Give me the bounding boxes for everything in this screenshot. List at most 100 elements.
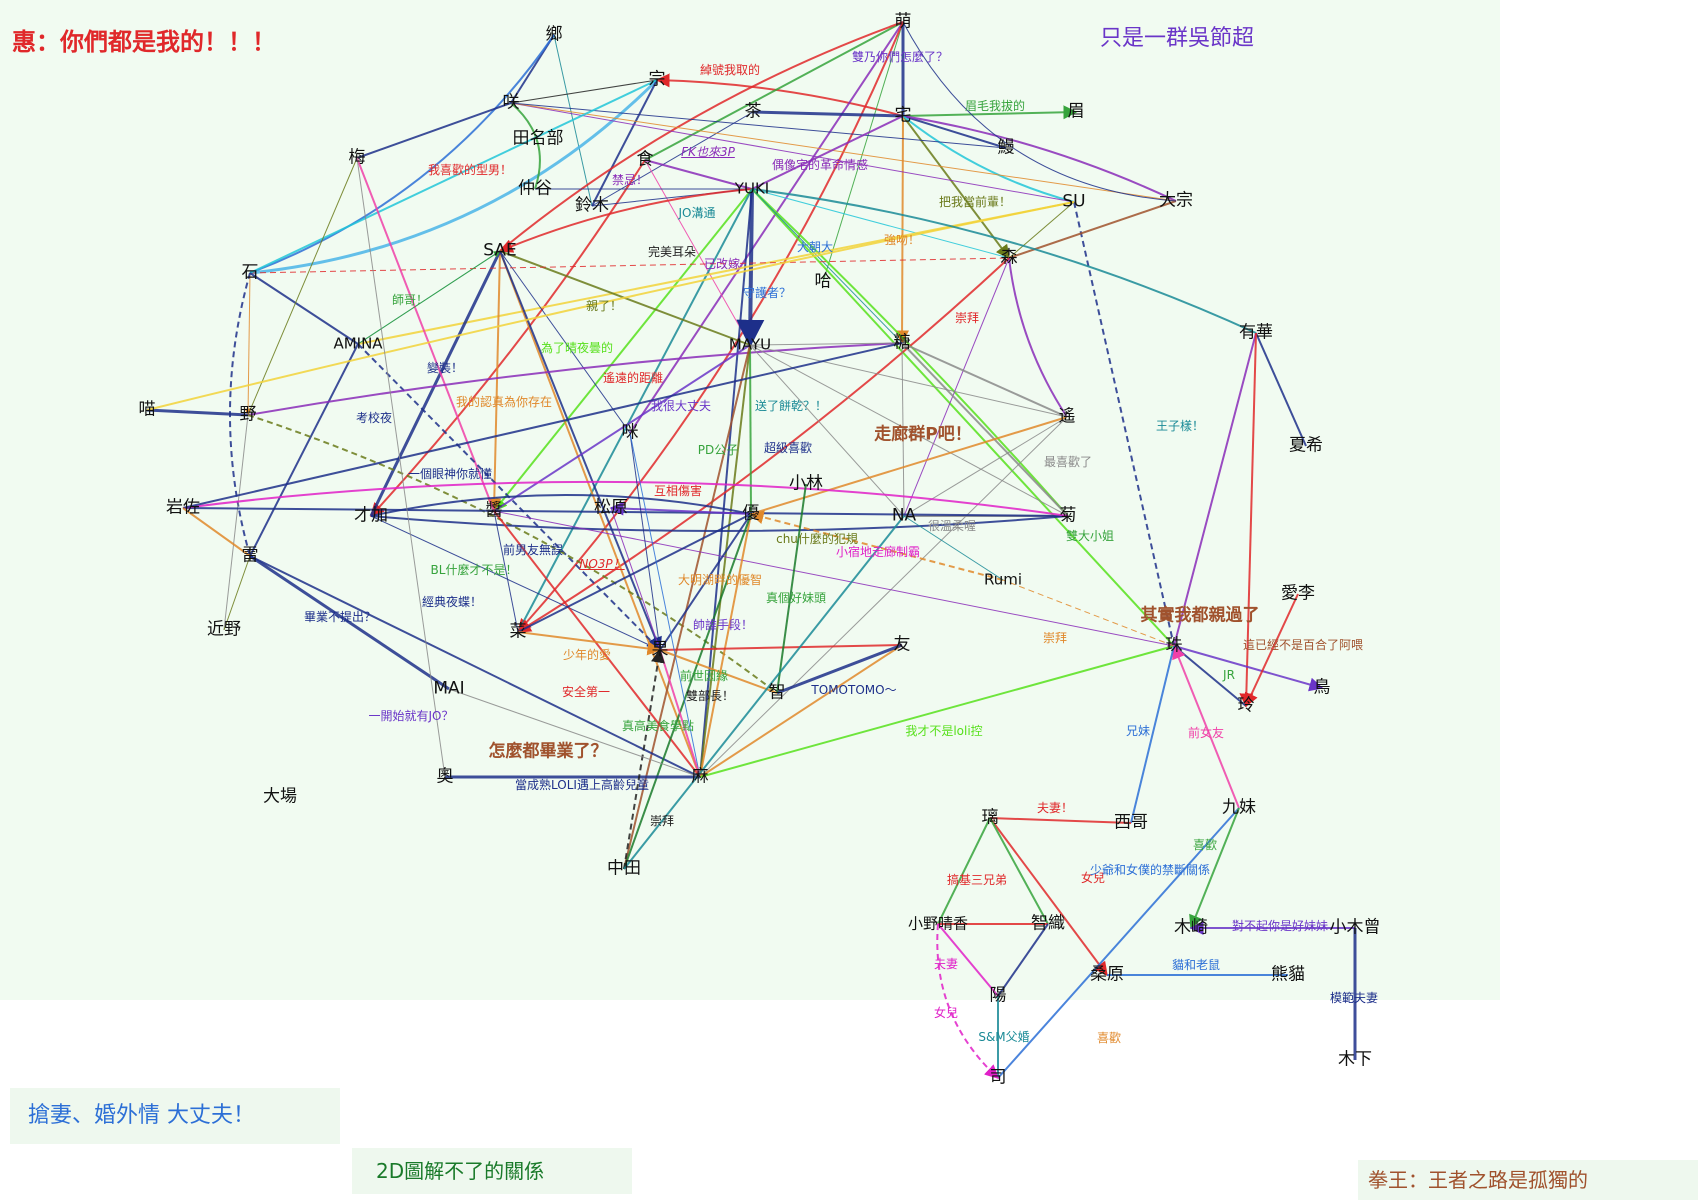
edge-note: 我的認真為你存在 (455, 395, 553, 409)
node-jinye[interactable]: 近野 (207, 619, 241, 640)
node-ye[interactable]: 野 (239, 404, 257, 425)
node-niao[interactable]: 鳥 (1313, 677, 1331, 698)
node-cai[interactable]: 菜 (509, 621, 527, 642)
edge-note: 最喜歡了 (1043, 455, 1093, 469)
node-tang[interactable]: 糖 (893, 332, 911, 353)
node-zhongtian[interactable]: 中田 (607, 858, 641, 879)
node-shi2[interactable]: 石 (241, 262, 259, 283)
edge-note: 走廊群P吧！ (874, 424, 972, 445)
node-aili[interactable]: 愛李 (1281, 583, 1315, 604)
edge-songyuan-guo (610, 507, 661, 651)
node-jiumei[interactable]: 九妹 (1222, 797, 1256, 818)
node-ling[interactable]: 玲 (1237, 695, 1255, 716)
node-yanzuo[interactable]: 岩佐 (166, 497, 200, 518)
node-ha[interactable]: 哈 (814, 271, 832, 292)
node-dazong[interactable]: 大宗 (1159, 190, 1193, 211)
node-caijia[interactable]: 才加 (354, 505, 388, 526)
node-muqi[interactable]: 木崎 (1174, 917, 1208, 938)
edge-note: 完美耳朵 (647, 245, 697, 259)
node-xiang[interactable]: 鄉 (545, 24, 563, 45)
edge-sae-ma (499, 250, 701, 778)
edge-note: JO溝通 (678, 206, 716, 220)
node-ma[interactable]: 麻 (691, 766, 709, 787)
node-na[interactable]: NA (891, 505, 917, 526)
node-sen[interactable]: 森 (1000, 247, 1018, 268)
node-songyuan[interactable]: 松原 (594, 497, 628, 518)
node-cha[interactable]: 茶 (744, 101, 762, 122)
node-xige[interactable]: 西哥 (1114, 812, 1148, 833)
node-lingmu[interactable]: 鈴木 (575, 195, 609, 216)
node-bao[interactable]: 鰻 (997, 137, 1015, 158)
edge-rumi-na (903, 515, 1004, 581)
node-su[interactable]: SU (1062, 191, 1086, 212)
edge-zhai-mei (902, 105, 1078, 120)
node-lei[interactable]: 雷 (241, 545, 259, 566)
edge-note: 雙乃你們怎麼了？ (851, 50, 949, 64)
edge-shi2-amina (249, 272, 359, 345)
edge-shi2-sen (249, 257, 1010, 274)
node-mei[interactable]: 眉 (1067, 101, 1085, 122)
node-yao[interactable]: 遙 (1058, 406, 1076, 427)
edge-note: 前世因緣 (679, 669, 729, 683)
node-ao[interactable]: 奧 (436, 766, 454, 787)
node-zhu[interactable]: 珠 (1165, 635, 1183, 656)
edge-mai-lei (249, 554, 450, 691)
node-ju[interactable]: 菊 (1059, 505, 1077, 526)
edge-zong-xiao (510, 79, 658, 104)
node-xiaxi[interactable]: 夏希 (1289, 435, 1323, 456)
node-xiaoye[interactable]: 小野晴香 (907, 914, 969, 933)
node-amina[interactable]: AMINA (333, 334, 383, 353)
edge-guo-ma (659, 649, 701, 778)
node-zhai[interactable]: 宅 (894, 105, 912, 126)
node-zhi[interactable]: 智 (768, 682, 786, 703)
node-mei2[interactable]: 梅 (348, 147, 366, 168)
edge-sae-jiang (487, 250, 502, 513)
node-mai[interactable]: MAI (433, 678, 465, 699)
edge-shi-yuki (644, 159, 753, 190)
edge-zhi-guo (659, 649, 778, 694)
edge-jiumei-zhu (1172, 644, 1240, 809)
edge-note: BL什麼才不是！ (430, 563, 518, 577)
node-zong[interactable]: 宗 (648, 69, 666, 90)
node-zhizhi[interactable]: 智織 (1031, 913, 1065, 934)
edge-mi-ma (629, 432, 701, 778)
node-xiaolin[interactable]: 小林 (789, 473, 823, 494)
node-jiang[interactable]: 醬 (485, 500, 503, 521)
edge-you2-guo (659, 644, 903, 651)
node-shi[interactable]: 食 (636, 149, 654, 170)
edge-mi-guo (629, 432, 661, 651)
edge-note: 其實我都親過了 (1140, 605, 1260, 626)
node-you2[interactable]: 友 (893, 634, 911, 655)
edge-xiao-dazong (510, 102, 1177, 202)
node-rumi[interactable]: Rumi (983, 570, 1023, 589)
node-youhua[interactable]: 有華 (1239, 322, 1273, 343)
node-xiongmao[interactable]: 熊貓 (1271, 964, 1305, 985)
node-sangyuan[interactable]: 桑原 (1090, 964, 1124, 985)
node-meng[interactable]: 萌 (894, 11, 912, 32)
node-si[interactable]: 司 (989, 1067, 1007, 1088)
edge-note: JR (1223, 668, 1235, 682)
node-you[interactable]: 優 (742, 503, 760, 524)
node-sae[interactable]: SAE (483, 240, 517, 261)
node-mayu[interactable]: MAYU (728, 335, 772, 354)
node-dachang[interactable]: 大場 (263, 786, 297, 807)
node-guo[interactable]: 果 (651, 639, 669, 660)
edge-ye-zhi (247, 414, 778, 694)
node-zhonggu[interactable]: 仲谷 (518, 178, 552, 199)
edge-note: 前男友無誤 (502, 543, 564, 557)
edge-lei-jinye (223, 555, 251, 631)
node-muxia[interactable]: 木下 (1338, 1049, 1372, 1070)
edge-yuki-sae (498, 188, 753, 253)
edge-note: 貓和老鼠 (1171, 958, 1221, 972)
node-yuki[interactable]: YUKI (734, 179, 770, 198)
edge-shi2-ye (244, 272, 252, 416)
node-yang[interactable]: 陽 (989, 985, 1007, 1006)
node-xiaomuzeng[interactable]: 小木曾 (1329, 917, 1381, 938)
node-mi[interactable]: 咪 (621, 422, 639, 443)
node-miao[interactable]: 喵 (138, 399, 156, 420)
node-tianmingbu[interactable]: 田名部 (512, 128, 564, 149)
node-xiao[interactable]: 咲 (502, 92, 520, 113)
node-li[interactable]: 璃 (981, 807, 999, 828)
edge-xiao-zhonggu (510, 102, 541, 190)
edge-shi2-zong (249, 79, 658, 274)
